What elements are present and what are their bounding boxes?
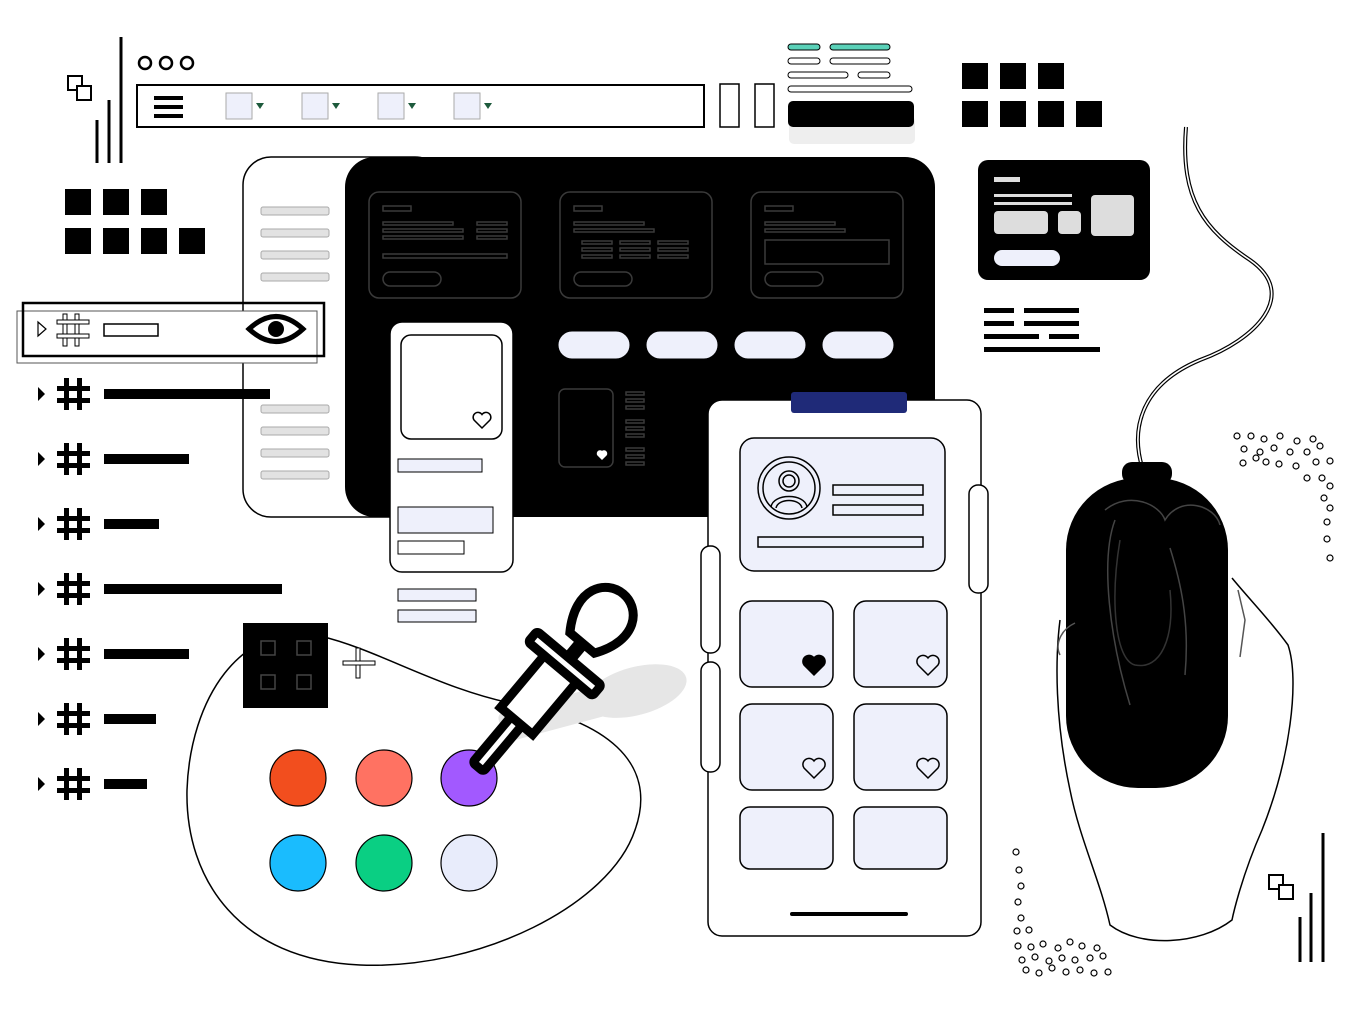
heart-icon[interactable] (802, 654, 826, 677)
user-avatar-icon (757, 456, 821, 520)
phone-mockup (700, 392, 989, 937)
window-dots-icon (137, 55, 195, 71)
layer-name-bar (104, 779, 147, 789)
layer-row[interactable] (38, 443, 189, 475)
phone-side-button (968, 484, 989, 594)
layers-list (38, 378, 282, 800)
eyedropper-icon[interactable] (446, 567, 693, 794)
heart-icon[interactable] (802, 757, 826, 780)
dark-widget-card (978, 160, 1150, 280)
component-grid-icon (243, 623, 328, 708)
phone-tile-grid (739, 600, 948, 870)
pill-button[interactable] (645, 330, 719, 360)
pill-button[interactable] (557, 330, 631, 360)
computer-mouse-icon (1066, 126, 1274, 788)
toolbar-side-panels (719, 83, 775, 128)
layer-row[interactable] (38, 638, 189, 670)
caret-right-icon[interactable] (38, 777, 45, 791)
bottom-right-corner-ornament (1268, 833, 1325, 962)
dashboard-pill-buttons (557, 330, 895, 360)
dashboard-mini-card (558, 388, 645, 468)
layer-row[interactable] (38, 573, 282, 605)
product-tile[interactable] (739, 703, 834, 791)
caret-right-icon[interactable] (38, 647, 45, 661)
caret-right-icon[interactable] (38, 582, 45, 596)
product-tile[interactable] (739, 806, 834, 870)
toolbar (136, 84, 705, 128)
phone-side-button (700, 545, 721, 654)
pill-button[interactable] (821, 330, 895, 360)
layer-name-bar (104, 389, 270, 399)
dashboard-card (750, 191, 904, 299)
profile-card[interactable] (739, 437, 946, 572)
caret-right-icon[interactable] (38, 387, 45, 401)
layer-row[interactable] (38, 378, 270, 410)
caret-right-icon[interactable] (38, 452, 45, 466)
hash-icon (57, 508, 90, 540)
toolbar-dropdown[interactable] (301, 92, 340, 120)
chevron-down-icon (484, 103, 492, 109)
hash-icon (57, 378, 90, 410)
home-indicator (790, 912, 908, 916)
color-swatch[interactable] (269, 749, 327, 807)
layer-row[interactable] (38, 703, 156, 735)
dashboard-sidebar-items (260, 206, 330, 480)
chevron-down-icon (332, 103, 340, 109)
heart-icon (596, 450, 608, 461)
heart-icon[interactable] (472, 411, 492, 430)
caret-right-icon[interactable] (38, 517, 45, 531)
layer-name-bar (104, 454, 189, 464)
hash-icon (57, 573, 90, 605)
pill-button[interactable] (733, 330, 807, 360)
layer-name-bar (104, 519, 159, 529)
heart-icon[interactable] (916, 757, 940, 780)
layers-panel-selected-row[interactable] (16, 301, 326, 364)
hash-icon (57, 443, 90, 475)
product-tile[interactable] (853, 703, 948, 791)
top-left-corner-ornament (67, 37, 123, 163)
hash-icon (57, 768, 90, 800)
toolbar-dropdown[interactable] (377, 92, 416, 120)
hash-icon (57, 703, 90, 735)
phone-notch (791, 392, 907, 413)
hand-icon (1056, 499, 1294, 942)
heart-icon[interactable] (916, 654, 940, 677)
hamburger-menu-icon[interactable] (154, 96, 183, 118)
layer-name-bar (104, 584, 282, 594)
color-swatch[interactable] (269, 834, 327, 892)
hash-icon (56, 313, 90, 347)
decorative-dots-bottom (1012, 848, 1112, 977)
color-swatch[interactable] (440, 834, 498, 892)
square-grid-left (65, 189, 205, 254)
dashboard-card (559, 191, 713, 299)
product-tile[interactable] (853, 600, 948, 688)
eye-icon[interactable] (245, 314, 307, 344)
layer-name-bar (104, 714, 156, 724)
text-lines-right (984, 308, 1100, 352)
text-block-top (787, 43, 915, 144)
decorative-dots-top-right (1233, 432, 1334, 562)
caret-right-icon[interactable] (38, 712, 45, 726)
layer-row[interactable] (38, 508, 159, 540)
product-tile[interactable] (853, 806, 948, 870)
hash-icon (57, 638, 90, 670)
layer-row[interactable] (38, 768, 147, 800)
product-tile[interactable] (739, 600, 834, 688)
phone-side-button (700, 661, 721, 773)
toolbar-dropdown[interactable] (453, 92, 492, 120)
color-swatch[interactable] (355, 749, 413, 807)
color-swatch[interactable] (355, 834, 413, 892)
square-grid-top-right (962, 63, 1102, 127)
toolbar-dropdown[interactable] (225, 92, 264, 120)
plus-icon (342, 647, 376, 679)
caret-right-icon[interactable] (37, 320, 47, 338)
product-card (389, 321, 514, 623)
chevron-down-icon (408, 103, 416, 109)
dashboard-card (368, 191, 522, 299)
chevron-down-icon (256, 103, 264, 109)
layer-name-bar (104, 649, 189, 659)
color-swatches (269, 749, 498, 892)
